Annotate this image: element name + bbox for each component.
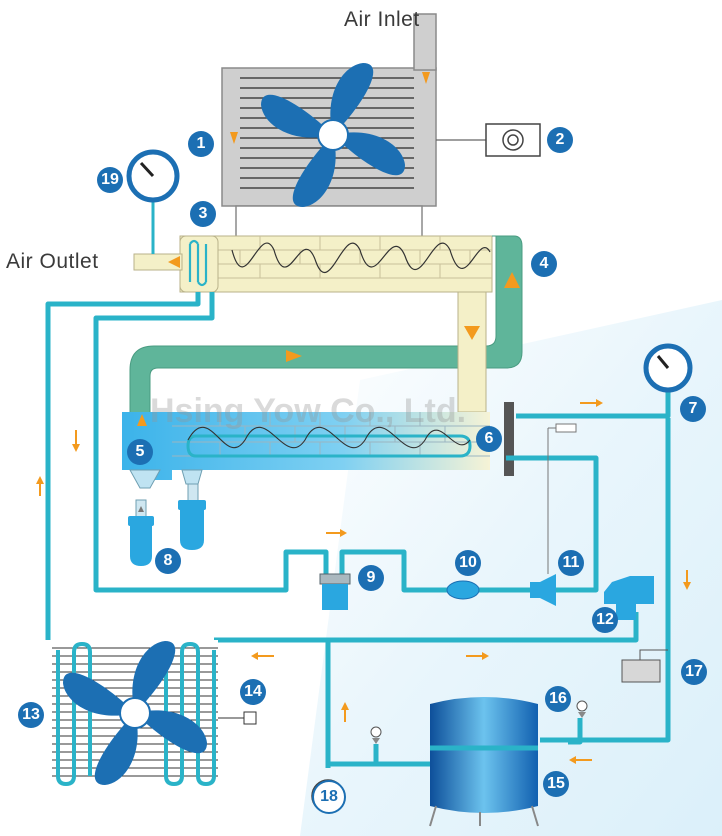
callout-7: 7 (680, 396, 706, 422)
air-outlet-label: Air Outlet (6, 250, 99, 273)
solenoid-valve-icon (604, 576, 654, 620)
gauge-icon (126, 149, 180, 254)
cool-air-duct (457, 291, 487, 413)
callout-15: 15 (543, 771, 569, 797)
refrigerant-piping (45, 292, 671, 768)
separator-plate (504, 402, 514, 476)
callout-14: 14 (240, 679, 266, 705)
tank-icon (429, 697, 539, 827)
callout-6: 6 (476, 426, 502, 452)
callout-13: 13 (18, 702, 44, 728)
service-valve-icon (370, 700, 588, 744)
callout-10: 10 (455, 550, 481, 576)
callout-11: 11 (558, 550, 584, 576)
fan-icon (63, 641, 207, 785)
callout-3: 3 (190, 201, 216, 227)
callout-2: 2 (547, 127, 573, 153)
condenser-fan-motor-icon (218, 711, 257, 725)
callout-1: 1 (188, 131, 214, 157)
sight-glass-icon (446, 580, 480, 600)
fan-motor-icon (436, 123, 541, 157)
callout-5: 5 (127, 439, 153, 465)
filter-drier-icon (319, 573, 351, 610)
filter-icon (128, 483, 206, 566)
callout-4: 4 (531, 251, 557, 277)
gauge-icon (643, 343, 693, 393)
evaporator (122, 412, 490, 489)
hot-air-duct (129, 235, 523, 417)
callout-12: 12 (592, 607, 618, 633)
control-box-icon (621, 649, 668, 683)
callout-19: 19 (97, 167, 123, 193)
callout-17: 17 (681, 659, 707, 685)
fan-icon (261, 63, 405, 207)
valve-icon (530, 423, 577, 606)
callout-16: 16 (545, 686, 571, 712)
air-inlet-label: Air Inlet (344, 8, 420, 31)
air-to-air-heat-exchanger (133, 235, 493, 293)
callout-18: 18 (312, 780, 346, 814)
callout-8: 8 (155, 548, 181, 574)
callout-9: 9 (358, 565, 384, 591)
watermark: Hsing Yow Co., Ltd. (150, 392, 467, 430)
flow-arrows (36, 72, 691, 764)
